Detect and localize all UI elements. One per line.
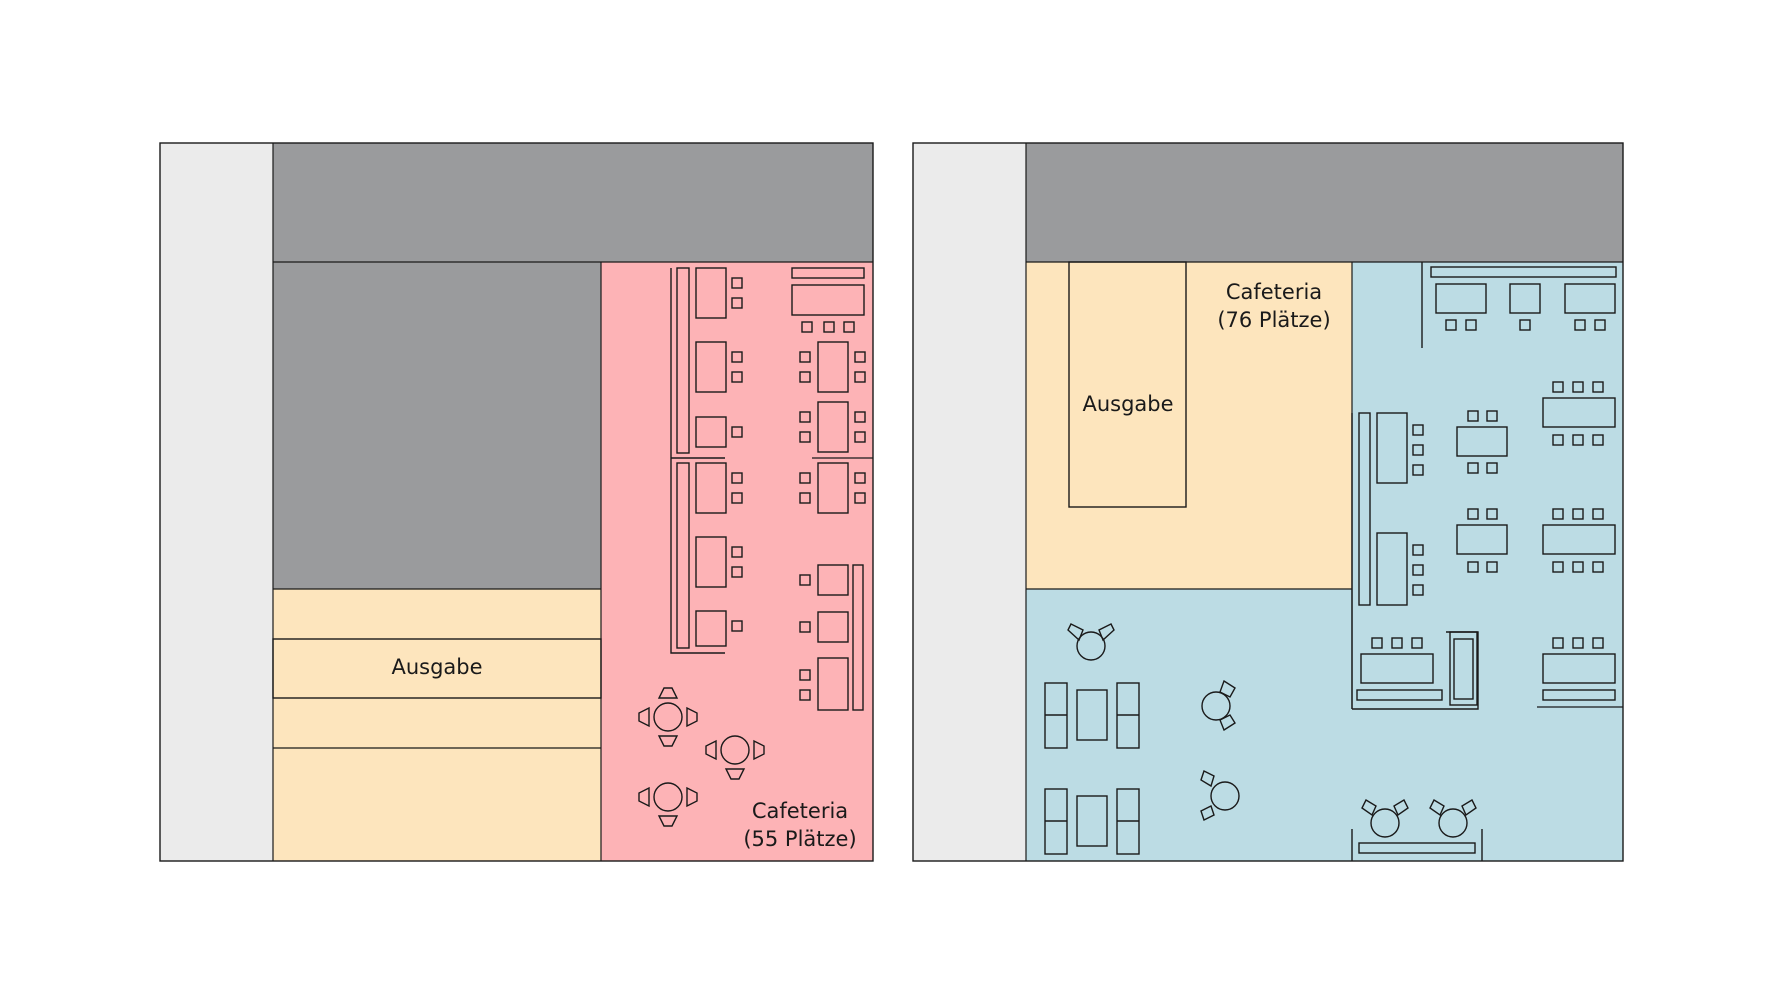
serving-counter-2 — [1068, 261, 1187, 508]
bench-icon — [1421, 262, 1617, 348]
table-icon — [695, 267, 727, 647]
cafeteria-label: Cafeteria — [752, 799, 848, 823]
chair-icon — [731, 277, 743, 632]
round-table-icon — [1429, 799, 1477, 838]
floor-plan-after: Ausgabe Cafeteria (76 Plätze) — [912, 142, 1624, 862]
round-table-icon — [638, 687, 698, 747]
round-table-icon — [638, 782, 698, 827]
serving-counter-1 — [272, 638, 602, 699]
chair-icon — [1467, 381, 1604, 573]
serving-zone — [273, 589, 601, 861]
cafeteria-zone — [1352, 262, 1623, 589]
serving-label: Ausgabe — [1082, 392, 1173, 416]
table-icon — [791, 267, 865, 711]
corridor-zone — [913, 143, 1026, 861]
bench-icon — [670, 267, 725, 654]
cafeteria-label: Cafeteria — [1226, 280, 1322, 304]
chair-icon — [799, 321, 866, 701]
table-icon — [1044, 682, 1140, 855]
corridor-zone — [160, 143, 273, 861]
bench-icon — [1351, 412, 1408, 709]
bench-icon — [1351, 829, 1483, 861]
round-table-icon — [1067, 623, 1115, 661]
round-table-icon — [1201, 679, 1236, 732]
round-table-icon — [1361, 799, 1409, 838]
serving-zone — [1026, 262, 1352, 589]
building-block-inner — [273, 262, 601, 589]
chair-icon — [1445, 319, 1606, 331]
cafeteria-seat-count: (76 Plätze) — [1217, 308, 1330, 332]
table-icon — [1435, 283, 1616, 314]
table-icon — [1356, 631, 1616, 706]
serving-label: Ausgabe — [391, 655, 482, 679]
table-icon — [1456, 397, 1616, 555]
floor-plan-before: Ausgabe Cafeteria (55 Plätze) — [159, 142, 874, 862]
cafeteria-seat-count: (55 Plätze) — [743, 827, 856, 851]
cafeteria-zone-lower — [1026, 589, 1623, 861]
round-table-icon — [705, 735, 765, 780]
chair-icon — [1412, 424, 1424, 596]
round-table-icon — [1200, 770, 1240, 821]
building-block-top — [1026, 143, 1623, 262]
chair-icon — [1371, 637, 1604, 649]
building-block-top — [273, 143, 873, 262]
